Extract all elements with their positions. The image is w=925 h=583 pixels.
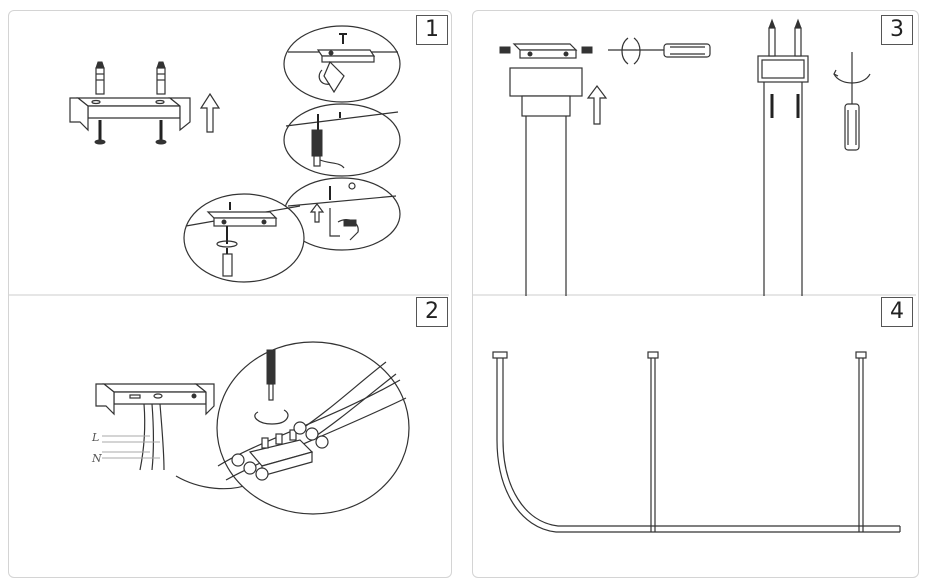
step-4-number: 4 <box>881 297 913 327</box>
step-2-number: 2 <box>416 297 448 327</box>
step-1-detail-lower-left <box>183 193 305 283</box>
step-3-wall-mount <box>757 18 809 118</box>
step-1-screws <box>94 120 167 145</box>
step-1-wall-plugs <box>95 61 166 95</box>
step-2-bracket <box>95 383 215 416</box>
neutral-wire-label: N <box>91 452 102 465</box>
step-2-wires <box>102 403 165 471</box>
step-3-screwdriver-left <box>608 37 711 65</box>
step-3-screwdriver-right <box>833 52 871 151</box>
step-1-bracket <box>69 97 191 132</box>
step-3-tube <box>763 82 803 296</box>
step-1-detail-top <box>283 25 401 103</box>
step-4-linear-pendant <box>492 351 901 533</box>
step-3-pendant-tube <box>525 116 567 296</box>
step-1-number: 1 <box>416 15 448 45</box>
step-1-up-arrow <box>199 92 221 133</box>
step-2-detail-bubble <box>175 341 410 515</box>
step-3-number: 3 <box>881 15 913 45</box>
live-wire-label: L <box>91 431 99 444</box>
step-3-canopy <box>509 67 583 117</box>
step-3-bracket-assembly <box>499 43 593 59</box>
step-1-detail-middle <box>283 103 401 177</box>
step-3-up-arrow <box>586 85 608 125</box>
